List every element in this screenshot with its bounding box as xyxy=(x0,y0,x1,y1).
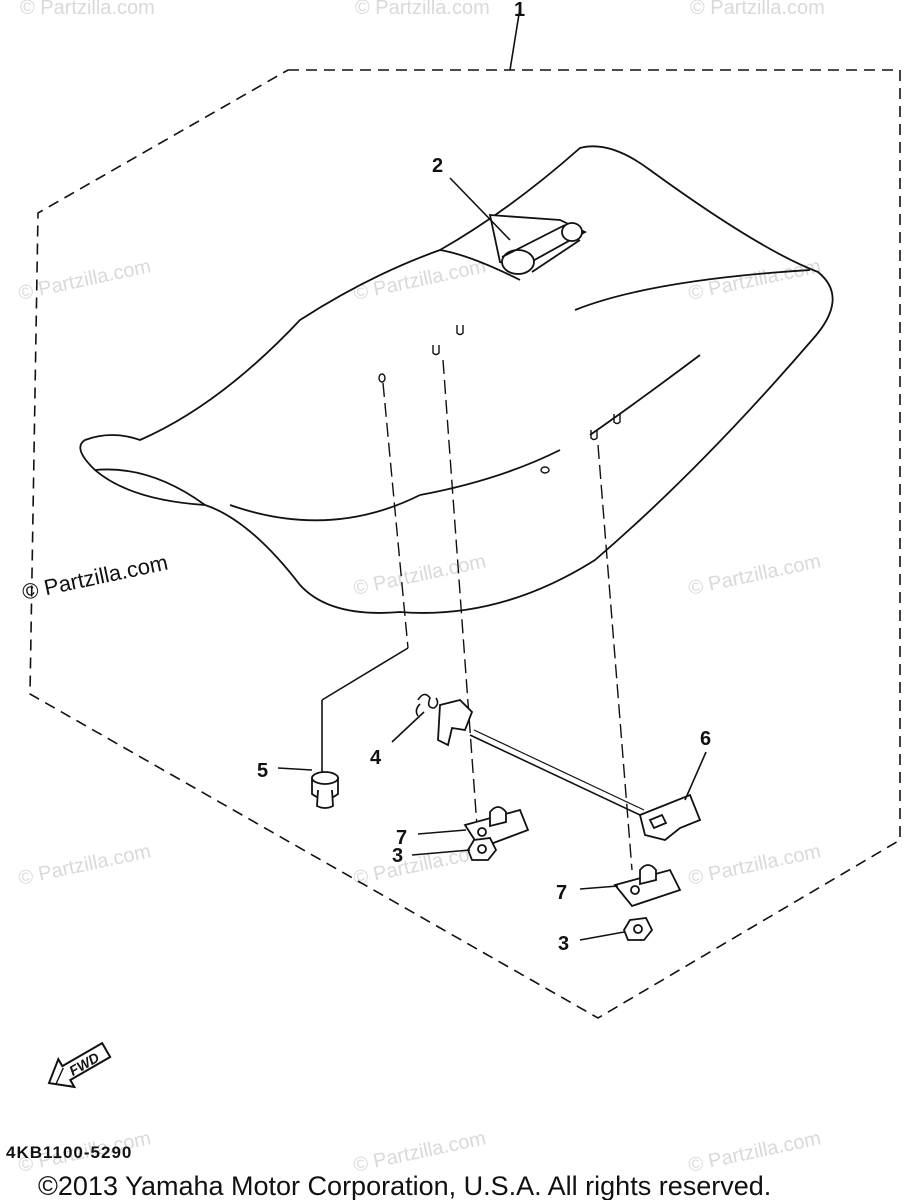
leader-line-3b xyxy=(579,931,625,941)
watermark: © Partzilla.com xyxy=(686,1127,822,1177)
callout-7a: 7 xyxy=(396,827,407,849)
watermark: © Partzilla.com xyxy=(686,840,822,890)
part-4-spring xyxy=(415,693,439,717)
seat xyxy=(79,145,834,614)
diagram-code: 4KB1100-5290 xyxy=(6,1143,132,1162)
callout-5: 5 xyxy=(257,760,268,782)
callout-1: 1 xyxy=(514,0,525,21)
watermark: © Partzilla.com xyxy=(351,255,487,305)
leader-line-5 xyxy=(277,767,313,771)
part-7-bracket-lower xyxy=(613,864,682,908)
watermark: © Partzilla.com xyxy=(351,550,487,600)
callout-7b: 7 xyxy=(556,882,567,904)
watermark: © Partzilla.com xyxy=(16,840,152,890)
part-6-lock xyxy=(437,699,702,841)
watermark: © Partzilla.com xyxy=(351,840,487,890)
callout-6: 6 xyxy=(700,728,711,750)
part-3-nut-upper xyxy=(466,837,498,861)
leader-line-1 xyxy=(509,7,521,71)
watermark: © Partzilla.com xyxy=(351,1127,487,1177)
seat-mount-marks xyxy=(378,325,621,474)
part-2-tube xyxy=(488,214,587,275)
watermark: © Partzilla.com xyxy=(20,0,155,19)
leader-line-2 xyxy=(449,177,511,241)
watermark-prominent: © Partzilla.com xyxy=(20,550,170,605)
leader-line-3a xyxy=(411,849,471,856)
leader-line-7a xyxy=(417,829,467,835)
callout-4: 4 xyxy=(370,747,382,769)
part-3-nut-lower xyxy=(622,917,654,941)
leader-line-6 xyxy=(684,751,707,801)
copyright-notice: ©2013 Yamaha Motor Corporation, U.S.A. A… xyxy=(38,1171,771,1200)
watermark: © Partzilla.com xyxy=(355,0,490,19)
assembly-lines xyxy=(382,359,633,871)
callout-2: 2 xyxy=(432,155,443,177)
assembly-boundary xyxy=(29,69,901,1019)
leader-line-4 xyxy=(391,711,425,743)
callout-3b: 3 xyxy=(558,933,569,955)
watermark-layer: © Partzilla.com © Partzilla.com © Partzi… xyxy=(16,0,824,1177)
watermark: © Partzilla.com xyxy=(690,0,825,19)
fwd-arrow-icon: FWD xyxy=(47,1041,112,1089)
watermark: © Partzilla.com xyxy=(686,550,822,600)
part-5-leader xyxy=(321,647,409,701)
leader-line-7b xyxy=(579,885,619,890)
part-5-damper xyxy=(311,771,339,809)
callout-3a: 3 xyxy=(392,845,403,867)
